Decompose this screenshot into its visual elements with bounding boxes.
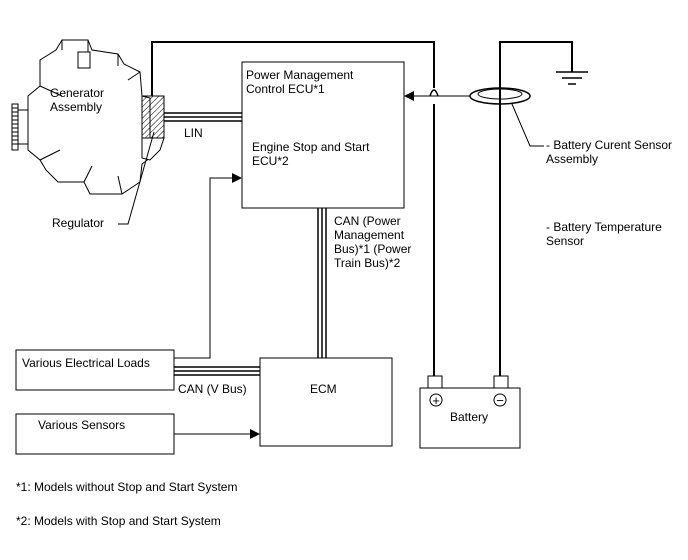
- current-sensor-leader-line: [511, 103, 544, 147]
- power-management-ecu-box: [241, 61, 405, 209]
- battery-drawing: [419, 375, 521, 449]
- regulator-leader-line: [118, 131, 155, 225]
- ecm-box: [259, 357, 393, 447]
- can-v-bus-lines: [174, 366, 260, 376]
- lin-label: LIN: [184, 126, 203, 140]
- can-power-bus-label: CAN (Power Management Bus)*1 (Power Trai…: [334, 214, 412, 270]
- can-v-bus-label: CAN (V Bus): [178, 382, 247, 396]
- ecm-label: ECM: [310, 382, 337, 396]
- various-sensors-box: [15, 413, 175, 455]
- wiring-lines: [151, 41, 573, 435]
- electrical-loads-box: [15, 349, 175, 391]
- electrical-loads-label: Various Electrical Loads: [22, 356, 150, 370]
- can-power-bus-lines: [317, 208, 327, 358]
- battery-plus-sign: +: [432, 393, 440, 408]
- lin-bus-lines: [164, 112, 242, 122]
- generator-label: Generator Assembly: [50, 86, 105, 114]
- current-sensor-label: - Battery Curent Sensor Assembly: [546, 138, 673, 166]
- footnote-1: *1: Models without Stop and Start System: [16, 480, 238, 494]
- regulator-label: Regulator: [52, 216, 105, 230]
- footnote-2: *2: Models with Stop and Start System: [16, 514, 221, 528]
- ground-symbol: [556, 71, 588, 85]
- pm-ecu-label: Power Management Control ECU*1: [246, 68, 354, 96]
- battery-minus-sign: −: [496, 393, 504, 408]
- ess-ecu-label: Engine Stop and Start ECU*2: [252, 140, 370, 168]
- arrowheads: [232, 91, 414, 439]
- battery-label: Battery: [450, 410, 489, 424]
- generator-assembly-drawing: [11, 39, 165, 195]
- various-sensors-label: Various Sensors: [38, 418, 126, 432]
- temperature-sensor-label: - Battery Temperature Sensor: [546, 220, 662, 248]
